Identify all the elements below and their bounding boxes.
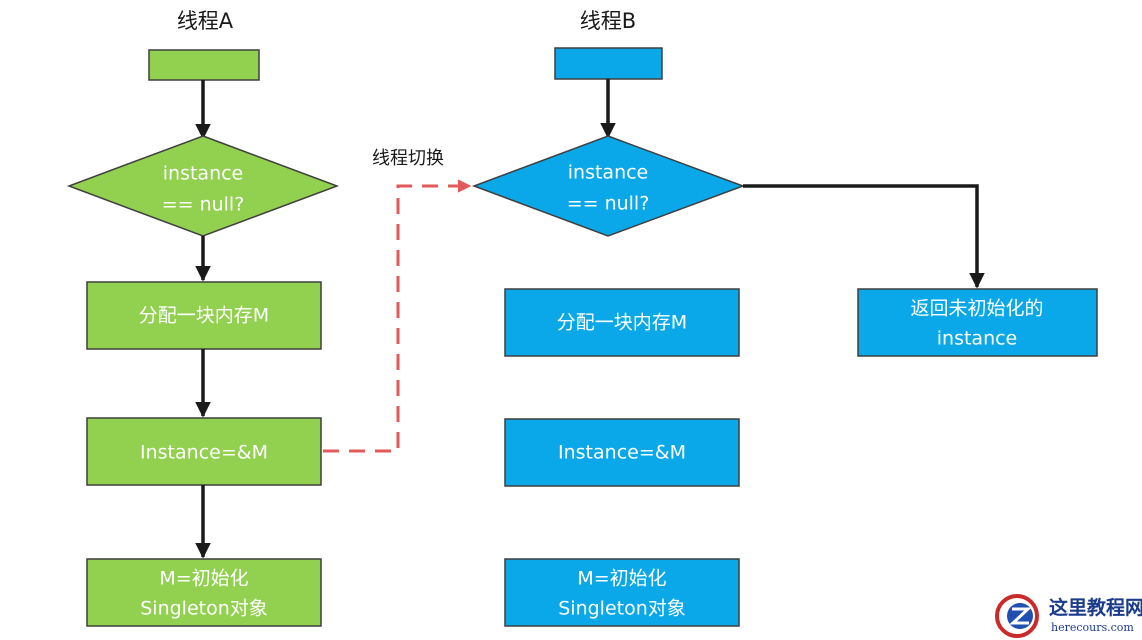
- thread-b-allocate-node: [504, 288, 740, 357]
- thread-a-decision-line2: == null?: [162, 194, 245, 216]
- thread-b-return-line2: instance: [937, 328, 1018, 350]
- thread-a-assign-node: [86, 417, 322, 486]
- thread-switch-arrow: [323, 179, 472, 453]
- watermark: 这里教程网 herecours.com: [995, 594, 1142, 638]
- thread-b-column: 线程B instance == null? 分配一块内存M Instance=&…: [471, 9, 1098, 627]
- thread-b-title: 线程B: [580, 9, 636, 33]
- thread-b-init-line1: M=初始化: [577, 568, 666, 590]
- thread-a-column: 线程A instance == null? 分配一块内存M Instance=&…: [66, 9, 340, 627]
- thread-b-return-line1: 返回未初始化的: [910, 298, 1043, 320]
- arrow-b-decision-to-return: [743, 184, 985, 289]
- thread-switch-connector: 线程切换: [323, 148, 472, 453]
- thread-b-start-node: [554, 47, 663, 80]
- thread-a-assign-label: Instance=&M: [140, 442, 268, 464]
- thread-a-allocate-label: 分配一块内存M: [139, 305, 269, 327]
- thread-b-decision-line1: instance: [568, 162, 649, 184]
- thread-b-return-node: [857, 288, 1098, 357]
- thread-b-assign-label: Instance=&M: [558, 442, 686, 464]
- thread-a-init-node: [86, 558, 322, 627]
- thread-a-allocate-node: [86, 281, 322, 350]
- thread-b-allocate-label: 分配一块内存M: [557, 312, 687, 334]
- watermark-text: 这里教程网: [1049, 596, 1142, 619]
- watermark-url: herecours.com: [1051, 621, 1134, 634]
- watermark-logo-icon: [995, 594, 1039, 638]
- thread-b-decision-line2: == null?: [567, 193, 650, 215]
- thread-a-start-node: [148, 49, 260, 81]
- thread-b-init-node: [504, 558, 740, 627]
- thread-a-init-line2: Singleton对象: [140, 598, 268, 620]
- thread-a-decision-line1: instance: [163, 163, 244, 185]
- thread-b-assign-node: [504, 418, 740, 487]
- thread-a-title: 线程A: [177, 9, 234, 33]
- thread-b-decision-node: [471, 135, 746, 237]
- thread-a-decision-node: [66, 135, 340, 237]
- thread-switch-label: 线程切换: [372, 148, 444, 169]
- thread-b-init-line2: Singleton对象: [558, 598, 686, 620]
- thread-a-init-line1: M=初始化: [159, 568, 248, 590]
